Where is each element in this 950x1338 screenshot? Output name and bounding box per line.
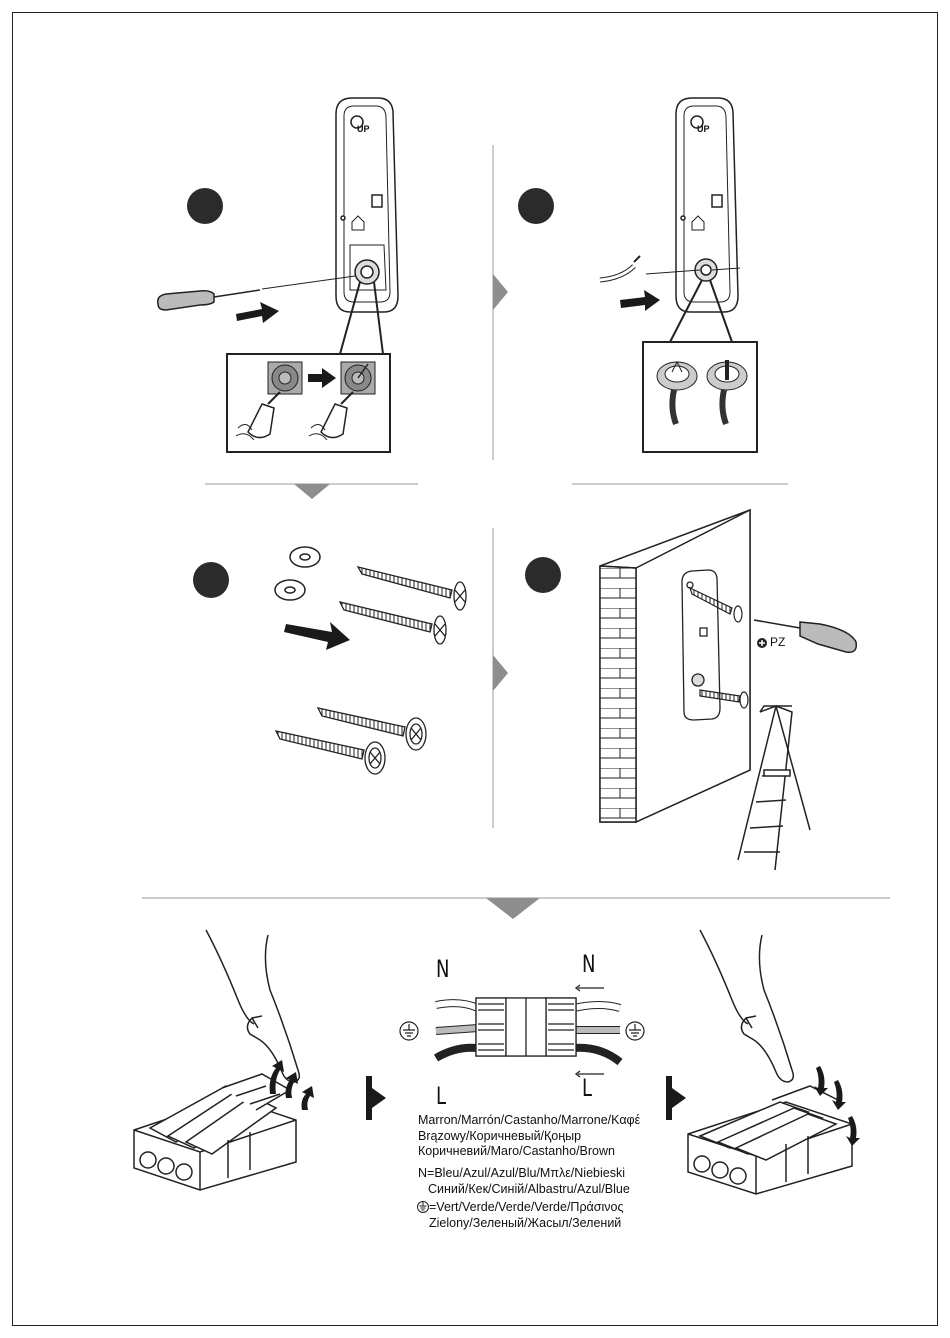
wire-legend-brown: Marron/Marrón/Castanho/Marrone/Καφέ Brąz… [418, 1113, 640, 1160]
neutral-label-left: N [436, 955, 449, 983]
step-3-washers [275, 547, 320, 600]
separator-marker-left [366, 1076, 386, 1120]
wire-legend-blue: N=Bleu/Azul/Azul/Blu/Μπλε/Niebieski Сини… [418, 1166, 630, 1197]
legend-brown-line-1: Marron/Marrón/Castanho/Marrone/Καφέ [418, 1113, 640, 1129]
step-2-zoom-box [643, 342, 757, 452]
legend-blue-line-2: Синий/Кек/Синій/Albastru/Azul/Blue [418, 1182, 630, 1198]
step-1-circle [187, 188, 223, 224]
step-1-zoom-box [227, 354, 390, 452]
step-3-arrow [284, 622, 350, 650]
separator-marker-right [666, 1076, 686, 1120]
earth-icon-left [400, 1022, 418, 1040]
step-1-screwdriver [158, 276, 355, 310]
hand-left-icon [206, 930, 299, 1082]
hand-right-icon [700, 930, 793, 1082]
live-label-left: L [436, 1082, 446, 1110]
legend-green-line-1: =Vert/Verde/Verde/Verde/Πράσινος [429, 1200, 624, 1216]
legend-brown-line-2: Brązowy/Коричневый/Қоңыр [418, 1129, 640, 1145]
live-label-right: L [582, 1074, 592, 1102]
step-3-circle [193, 562, 229, 598]
step-3-screws [276, 567, 466, 774]
earth-icon-legend [418, 1202, 429, 1213]
up-marking-label-2: UP [697, 124, 710, 134]
step-1-push-arrow [236, 302, 279, 323]
wire-legend-green: =Vert/Verde/Verde/Verde/Πράσινος Zielony… [429, 1200, 624, 1231]
wiring-diagram [436, 985, 620, 1077]
legend-brown-line-3: Коричневий/Maro/Castanho/Brown [418, 1144, 640, 1160]
neutral-label-right: N [582, 950, 595, 978]
step-4-circle [525, 557, 561, 593]
step-2-circle [518, 188, 554, 224]
step-2-push-arrow [620, 290, 660, 311]
earth-icon-right [626, 1022, 644, 1040]
pz-icon [757, 638, 767, 648]
up-marking-label: UP [357, 124, 370, 134]
pz-label: PZ [770, 635, 785, 649]
connector-closed-right [688, 1086, 852, 1194]
step-4-wall [600, 510, 750, 822]
legend-green-line-2: Zielony/Зеленый/Жасыл/Зелений [429, 1216, 624, 1232]
legend-blue-line-1: N=Bleu/Azul/Azul/Blu/Μπλε/Niebieski [418, 1166, 630, 1182]
section-dividers [142, 145, 890, 898]
